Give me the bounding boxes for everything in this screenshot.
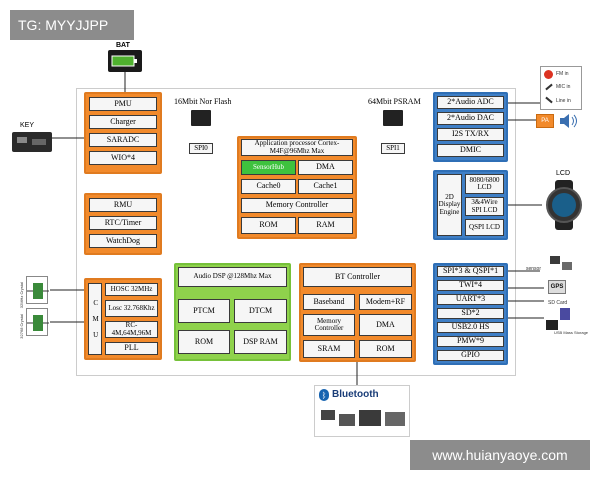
pa-block: PA [536, 114, 554, 128]
pll-block: PLL [105, 342, 158, 355]
fm-radio-icon [544, 70, 553, 79]
bt-dma-block: DMA [359, 314, 412, 336]
gpio-block: GPIO [437, 350, 504, 361]
watermark-bottom-right: www.huianyaoye.com [410, 440, 590, 470]
audio-dac-block: 2*Audio DAC [437, 112, 504, 125]
spi0-block: SPI0 [189, 143, 213, 154]
ap-dma-block: DMA [298, 160, 353, 175]
gps-icon: GPS [548, 280, 566, 294]
bluetooth-icon: ᛒ [319, 389, 329, 401]
psram-label: 64Mbit PSRAM [368, 97, 421, 106]
spi1-block: SPI1 [381, 143, 405, 154]
bluetooth-label: Bluetooth [332, 389, 379, 400]
pmu-block: PMU [89, 97, 157, 111]
uart-block: UART*3 [437, 294, 504, 305]
saradc-block: SARADC [89, 133, 157, 147]
lcd-label: LCD [556, 170, 571, 177]
modem-rf-block: Modem+RF [359, 294, 412, 310]
tablet-icon [385, 412, 405, 426]
dmic-block: DMIC [437, 144, 504, 157]
key-label: KEY [20, 122, 35, 129]
sensor-label: sensor [526, 266, 542, 272]
spi-qspi-block: SPI*3 & QSPI*1 [437, 266, 504, 277]
dtcm-block: DTCM [234, 299, 287, 323]
nor-flash-label: 16Mbit Nor Flash [174, 97, 232, 106]
cmu-block: C M U [88, 283, 102, 355]
i2s-block: I2S TX/RX [437, 128, 504, 141]
audio-dsp-title: Audio DSP @128Mhz Max [178, 267, 287, 287]
line-in-icon [545, 96, 553, 104]
smartwatch-icon [542, 180, 586, 230]
audio-adc-block: 2*Audio ADC [437, 96, 504, 109]
line-in-label: Line in [556, 98, 571, 104]
wio-block: WIO*4 [89, 151, 157, 165]
spi-lcd-block: 3&4Wire SPI LCD [465, 197, 504, 216]
psram-chip-icon [383, 110, 403, 126]
xtal1-label: 32MHz Crystal [19, 282, 24, 309]
phone-icon [339, 414, 355, 426]
sensor-chips-icon [548, 252, 576, 274]
watchdog-block: WatchDog [89, 234, 157, 248]
crystal-32mhz-icon [26, 276, 49, 304]
hosc-block: HOSC 32MHz [105, 283, 158, 296]
laptop-icon [359, 410, 381, 426]
ptcm-block: PTCM [178, 299, 230, 323]
twi-block: TWI*4 [437, 280, 504, 291]
audio-inputs-panel: FM in MIC in Line in [540, 66, 582, 110]
usb-mass-label: USB Mass Storage [554, 330, 589, 335]
cache0-block: Cache0 [241, 179, 296, 194]
microphone-icon [545, 83, 553, 91]
watermark-top-left: TG: MYYJJPP [10, 10, 134, 40]
bt-controller-title: BT Controller [303, 267, 412, 287]
ap-rom-block: ROM [241, 217, 296, 234]
dsp-ram-block: DSP RAM [234, 330, 287, 354]
sram-block: SRAM [303, 340, 355, 358]
charger-block: Charger [89, 115, 157, 129]
sd-block: SD*2 [437, 308, 504, 319]
rc-block: RC-4M,64M,96M [105, 321, 158, 338]
baseband-block: Baseband [303, 294, 355, 310]
bt-memory-controller-block: Memory Controller [303, 314, 355, 336]
mic-in-label: MIC in [556, 84, 571, 90]
losc-block: Losc 32.768Khz [105, 300, 158, 317]
keypad-icon [12, 132, 52, 152]
bat-label: BAT [116, 42, 130, 49]
bt-rom-block: ROM [359, 340, 412, 358]
speaker-icon [558, 112, 580, 130]
dsp-rom-block: ROM [178, 330, 230, 354]
sd-card-label: SD Card [548, 300, 568, 306]
sd-card-icon [560, 308, 570, 320]
fm-in-label: FM in [556, 71, 569, 77]
rmu-block: RMU [89, 198, 157, 212]
bluetooth-devices-panel: ᛒ Bluetooth [314, 385, 410, 437]
nor-flash-chip-icon [191, 110, 211, 126]
headset-icon [321, 410, 335, 420]
rtc-timer-block: RTC/Timer [89, 216, 157, 230]
crystal-32768-icon [26, 308, 49, 336]
usb-block: USB2.0 HS [437, 322, 504, 333]
qspi-lcd-block: QSPI LCD [465, 219, 504, 236]
battery-icon [108, 50, 142, 72]
usb-storage-icon [546, 320, 558, 330]
xtal2-label: 32768 Crystal [19, 314, 24, 339]
lcd-8080-block: 8080/6800 LCD [465, 174, 504, 194]
ap-ram-block: RAM [298, 217, 353, 234]
pmw-block: PMW*9 [437, 336, 504, 347]
app-processor-title: Application processor Cortex-M4F@96Mhz M… [241, 139, 353, 156]
cache1-block: Cache1 [298, 179, 353, 194]
display-engine-block: 2D Display Engine [437, 174, 462, 236]
sensorhub-block: SensorHub [241, 160, 296, 175]
ap-memory-controller-block: Memory Controller [241, 198, 353, 213]
